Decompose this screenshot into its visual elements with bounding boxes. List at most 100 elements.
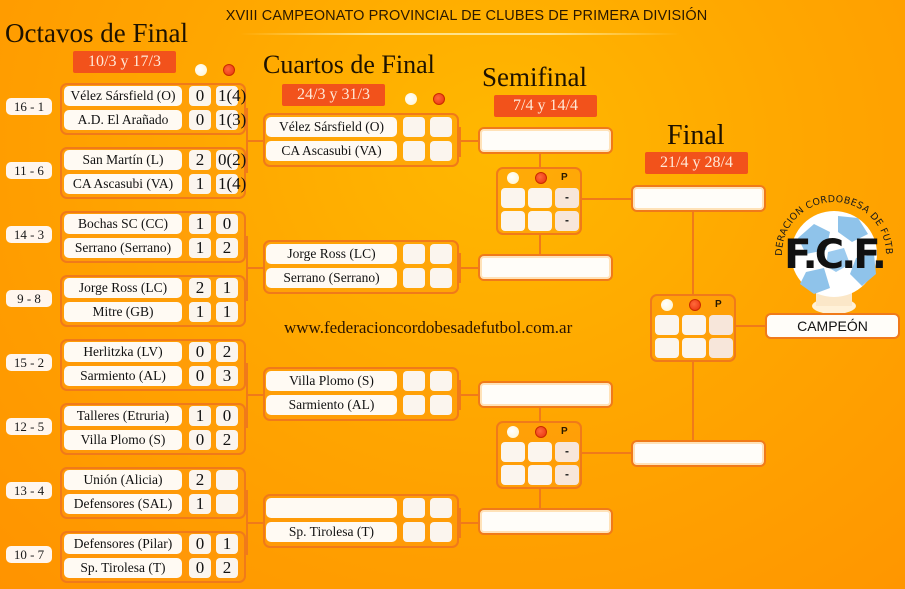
connector-line (692, 212, 694, 296)
first-leg-score: 2 (189, 470, 211, 490)
second-leg-score: 1(3) (216, 110, 247, 130)
team-name: A.D. El Arañado (64, 110, 182, 130)
away-leg-dot-icon (535, 426, 547, 438)
first-leg-score[interactable] (501, 188, 525, 208)
connector-line (246, 140, 263, 142)
team-name: Vélez Sársfield (O) (266, 117, 397, 137)
seed-label: 16 - 1 (6, 98, 52, 115)
penalty-score[interactable]: - (555, 211, 579, 231)
first-leg-score[interactable] (403, 395, 425, 415)
connector-line (692, 360, 694, 440)
date-badge-octavos: 10/3 y 17/3 (73, 51, 176, 73)
connector-line (246, 267, 263, 269)
final-score-box: P (650, 294, 736, 362)
first-leg-score[interactable] (501, 442, 525, 462)
semifinal-score-box-1: P-- (496, 167, 582, 235)
website-link[interactable]: www.federacioncordobesadefutbol.com.ar (284, 318, 573, 337)
first-leg-score: 1 (189, 406, 211, 426)
team-name: Defensores (SAL) (64, 494, 182, 514)
fcf-logo: F.C.F. FEDERACION CORDOBESA DE FUTBOL (764, 180, 900, 316)
team-name: Talleres (Etruria) (64, 406, 182, 426)
round-title-cuartos: Cuartos de Final (263, 50, 435, 79)
first-leg-score: 0 (189, 86, 211, 106)
team-name: CA Ascasubi (VA) (266, 141, 397, 161)
penalty-score[interactable]: - (555, 465, 579, 485)
second-leg-score: 1 (216, 302, 238, 322)
first-leg-score: 0 (189, 534, 211, 554)
second-leg-score[interactable] (528, 188, 552, 208)
final-slot-2[interactable] (631, 440, 766, 467)
team-name: CA Ascasubi (VA) (64, 174, 182, 194)
page-title: XVIII CAMPEONATO PROVINCIAL DE CLUBES DE… (225, 8, 708, 24)
team-name: Jorge Ross (LC) (266, 244, 397, 264)
final-slot-1[interactable] (631, 185, 766, 212)
home-leg-dot-icon (507, 426, 519, 438)
second-leg-score[interactable] (430, 141, 452, 161)
team-name: San Martín (L) (64, 150, 182, 170)
seed-label: 15 - 2 (6, 354, 52, 371)
team-name: Jorge Ross (LC) (64, 278, 182, 298)
first-leg-score[interactable] (655, 315, 679, 335)
first-leg-score: 1 (189, 238, 211, 258)
first-leg-score[interactable] (403, 268, 425, 288)
home-leg-dot-icon (195, 64, 207, 76)
first-leg-score[interactable] (403, 244, 425, 264)
second-leg-score[interactable] (430, 268, 452, 288)
penalty-label: P (715, 299, 722, 310)
first-leg-score[interactable] (403, 141, 425, 161)
first-leg-score: 0 (189, 366, 211, 386)
title-divider (240, 33, 680, 35)
semifinal-score-box-2: P - - (496, 421, 582, 489)
second-leg-score: 0 (216, 214, 238, 234)
date-badge-final: 21/4 y 28/4 (645, 152, 748, 174)
first-leg-score[interactable] (403, 522, 425, 542)
connector-line (246, 522, 263, 524)
semifinal-slot-3[interactable] (478, 381, 613, 408)
penalty-score[interactable]: - (555, 188, 579, 208)
away-leg-dot-icon (223, 64, 235, 76)
second-leg-score[interactable] (430, 395, 452, 415)
first-leg-score[interactable] (501, 211, 525, 231)
first-leg-score[interactable] (501, 465, 525, 485)
second-leg-score[interactable] (682, 338, 706, 358)
second-leg-score: 2 (216, 558, 238, 578)
first-leg-score: 0 (189, 430, 211, 450)
team-name: Mitre (GB) (64, 302, 182, 322)
second-leg-score[interactable] (430, 522, 452, 542)
second-leg-score[interactable] (430, 371, 452, 391)
first-leg-score[interactable] (403, 498, 425, 518)
first-leg-score: 1 (189, 494, 211, 514)
first-leg-score[interactable] (655, 338, 679, 358)
second-leg-score[interactable] (528, 465, 552, 485)
semifinal-slot-1[interactable] (478, 127, 613, 154)
semifinal-slot-4[interactable] (478, 508, 613, 535)
away-leg-dot-icon (433, 93, 445, 105)
penalty-score[interactable]: - (555, 442, 579, 462)
second-leg-score[interactable] (430, 244, 452, 264)
second-leg-score: 1 (216, 278, 238, 298)
second-leg-score: 2 (216, 430, 238, 450)
penalty-score[interactable] (709, 338, 733, 358)
semifinal-slot-2[interactable] (478, 254, 613, 281)
second-leg-score: 1 (216, 534, 238, 554)
penalty-score[interactable] (709, 315, 733, 335)
connector-line (539, 234, 541, 254)
first-leg-score[interactable] (403, 371, 425, 391)
date-badge-cuartos: 24/3 y 31/3 (282, 84, 385, 106)
penalty-label: P (561, 426, 568, 437)
team-name: Unión (Alicia) (64, 470, 182, 490)
first-leg-score: 0 (189, 110, 211, 130)
second-leg-score[interactable] (430, 498, 452, 518)
champion-slot: CAMPEÓN (765, 313, 900, 339)
second-leg-score[interactable] (430, 117, 452, 137)
second-leg-score[interactable] (528, 211, 552, 231)
home-leg-dot-icon (507, 172, 519, 184)
home-leg-dot-icon (405, 93, 417, 105)
second-leg-score: 1(4) (216, 174, 247, 194)
connector-line (459, 267, 479, 269)
connector-line (582, 198, 632, 200)
second-leg-score (216, 470, 238, 490)
first-leg-score[interactable] (403, 117, 425, 137)
second-leg-score[interactable] (528, 442, 552, 462)
second-leg-score[interactable] (682, 315, 706, 335)
